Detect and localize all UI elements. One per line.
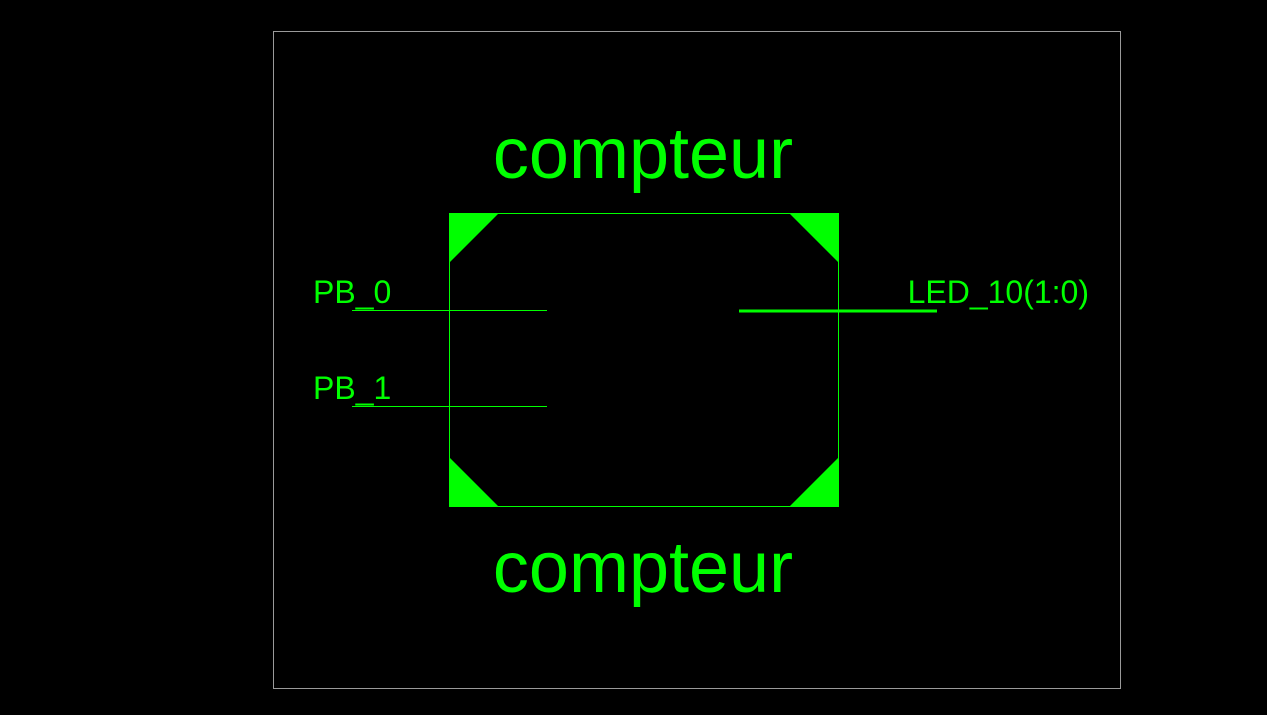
component-symbol[interactable]: compteur PB_0 PB_1 LED_10(1:0) compteur [313,114,1089,608]
symbol-name-top: compteur [493,114,793,194]
pin-led-10-label: LED_10(1:0) [908,274,1089,310]
symbol-name-bottom: compteur [493,528,793,608]
corner-marker-top-right [789,213,839,263]
symbol-body[interactable] [449,213,839,507]
pin-led-10[interactable]: LED_10(1:0) [739,274,1089,313]
corner-marker-top-left [449,213,499,263]
pin-pb-0-label: PB_0 [313,274,391,310]
pin-pb-0[interactable]: PB_0 [313,274,547,311]
corner-marker-bottom-left [449,457,499,507]
sheet-border [273,31,1121,689]
corner-marker-bottom-right [789,457,839,507]
pin-pb-1[interactable]: PB_1 [313,370,547,407]
pin-pb-1-label: PB_1 [313,370,391,406]
